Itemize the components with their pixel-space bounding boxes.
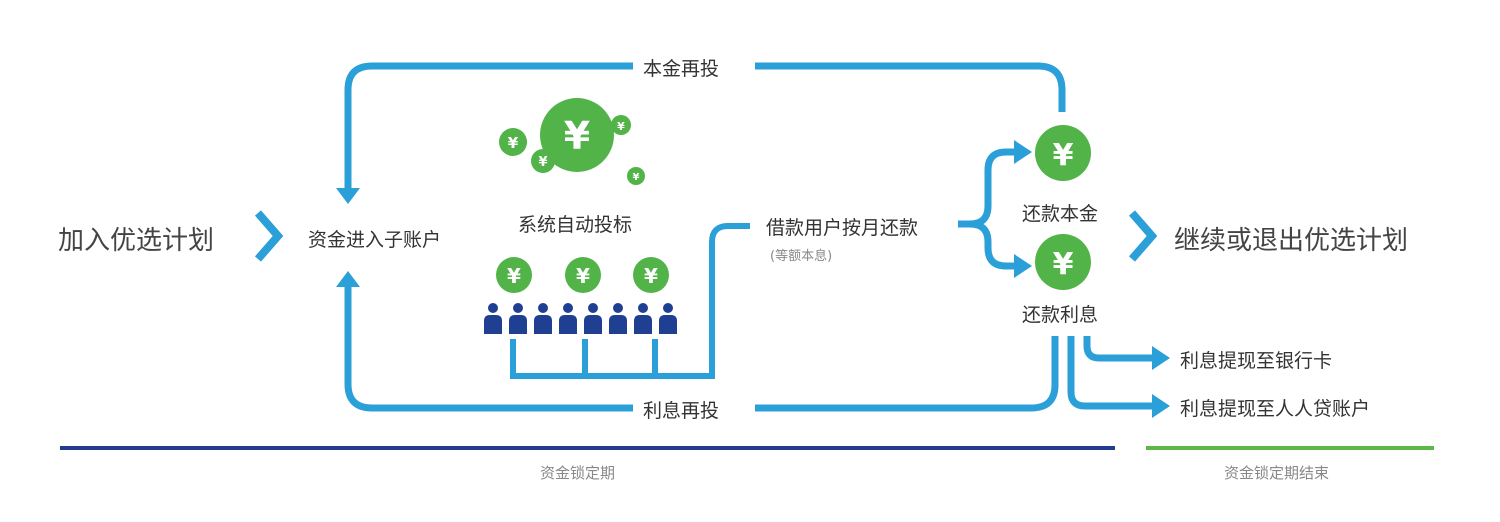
repay-method-label: (等额本息): [770, 249, 833, 264]
chevron-right-icon: [1128, 210, 1158, 262]
lock-period-end-bar: [1146, 446, 1434, 450]
principal-reinvest-loop: [344, 62, 1066, 188]
split-lines: [958, 148, 1016, 270]
withdraw-renrendai-line: [1067, 336, 1154, 410]
loan-coins-icon: ¥ ¥ ¥: [496, 257, 669, 293]
svg-text:¥: ¥: [576, 264, 590, 288]
repay-principal-label: 还款本金: [1022, 203, 1099, 225]
svg-text:¥: ¥: [1053, 138, 1074, 173]
continue-or-exit-label: 继续或退出优选计划: [1174, 226, 1409, 256]
svg-text:¥: ¥: [644, 264, 658, 288]
svg-text:¥: ¥: [508, 134, 519, 152]
arrow-down-to-subaccount: [336, 188, 360, 204]
principal-coin-icon: ¥: [1035, 125, 1091, 181]
borrower-repay-label: 借款用户按月还款: [766, 217, 919, 239]
withdraw-renrendai-label: 利息提现至人人贷账户: [1180, 398, 1371, 420]
svg-text:¥: ¥: [507, 264, 521, 288]
arrow-to-principal: [1014, 140, 1032, 164]
investors-icon: [484, 303, 677, 334]
svg-text:¥: ¥: [617, 120, 625, 133]
withdraw-bank-label: 利息提现至银行卡: [1180, 350, 1333, 372]
interest-reinvest-loop: [344, 287, 1059, 412]
interest-coin-icon: ¥: [1035, 234, 1091, 290]
auto-bid-label: 系统自动投标: [518, 214, 633, 236]
svg-text:¥: ¥: [538, 155, 547, 170]
lock-period-end-label: 资金锁定期结束: [1224, 464, 1330, 482]
arrow-up-to-subaccount: [336, 271, 360, 287]
lock-period-bar: [60, 446, 1115, 450]
join-plan-label: 加入优选计划: [58, 226, 215, 256]
chevron-right-icon: [254, 210, 284, 262]
coin-cluster-icon: ¥ ¥ ¥ ¥ ¥: [499, 98, 645, 185]
funds-enter-label: 资金进入子账户: [308, 229, 442, 251]
repay-interest-label: 还款利息: [1022, 304, 1099, 326]
svg-text:¥: ¥: [1053, 247, 1074, 282]
principal-reinvest-label: 本金再投: [643, 58, 720, 80]
lock-period-label: 资金锁定期: [540, 464, 616, 482]
svg-text:¥: ¥: [633, 172, 640, 183]
arrow-to-interest: [1014, 254, 1032, 278]
withdraw-bank-line: [1083, 336, 1154, 362]
svg-text:¥: ¥: [564, 114, 590, 158]
interest-reinvest-label: 利息再投: [643, 400, 720, 422]
investor-bus-line: [510, 223, 750, 379]
